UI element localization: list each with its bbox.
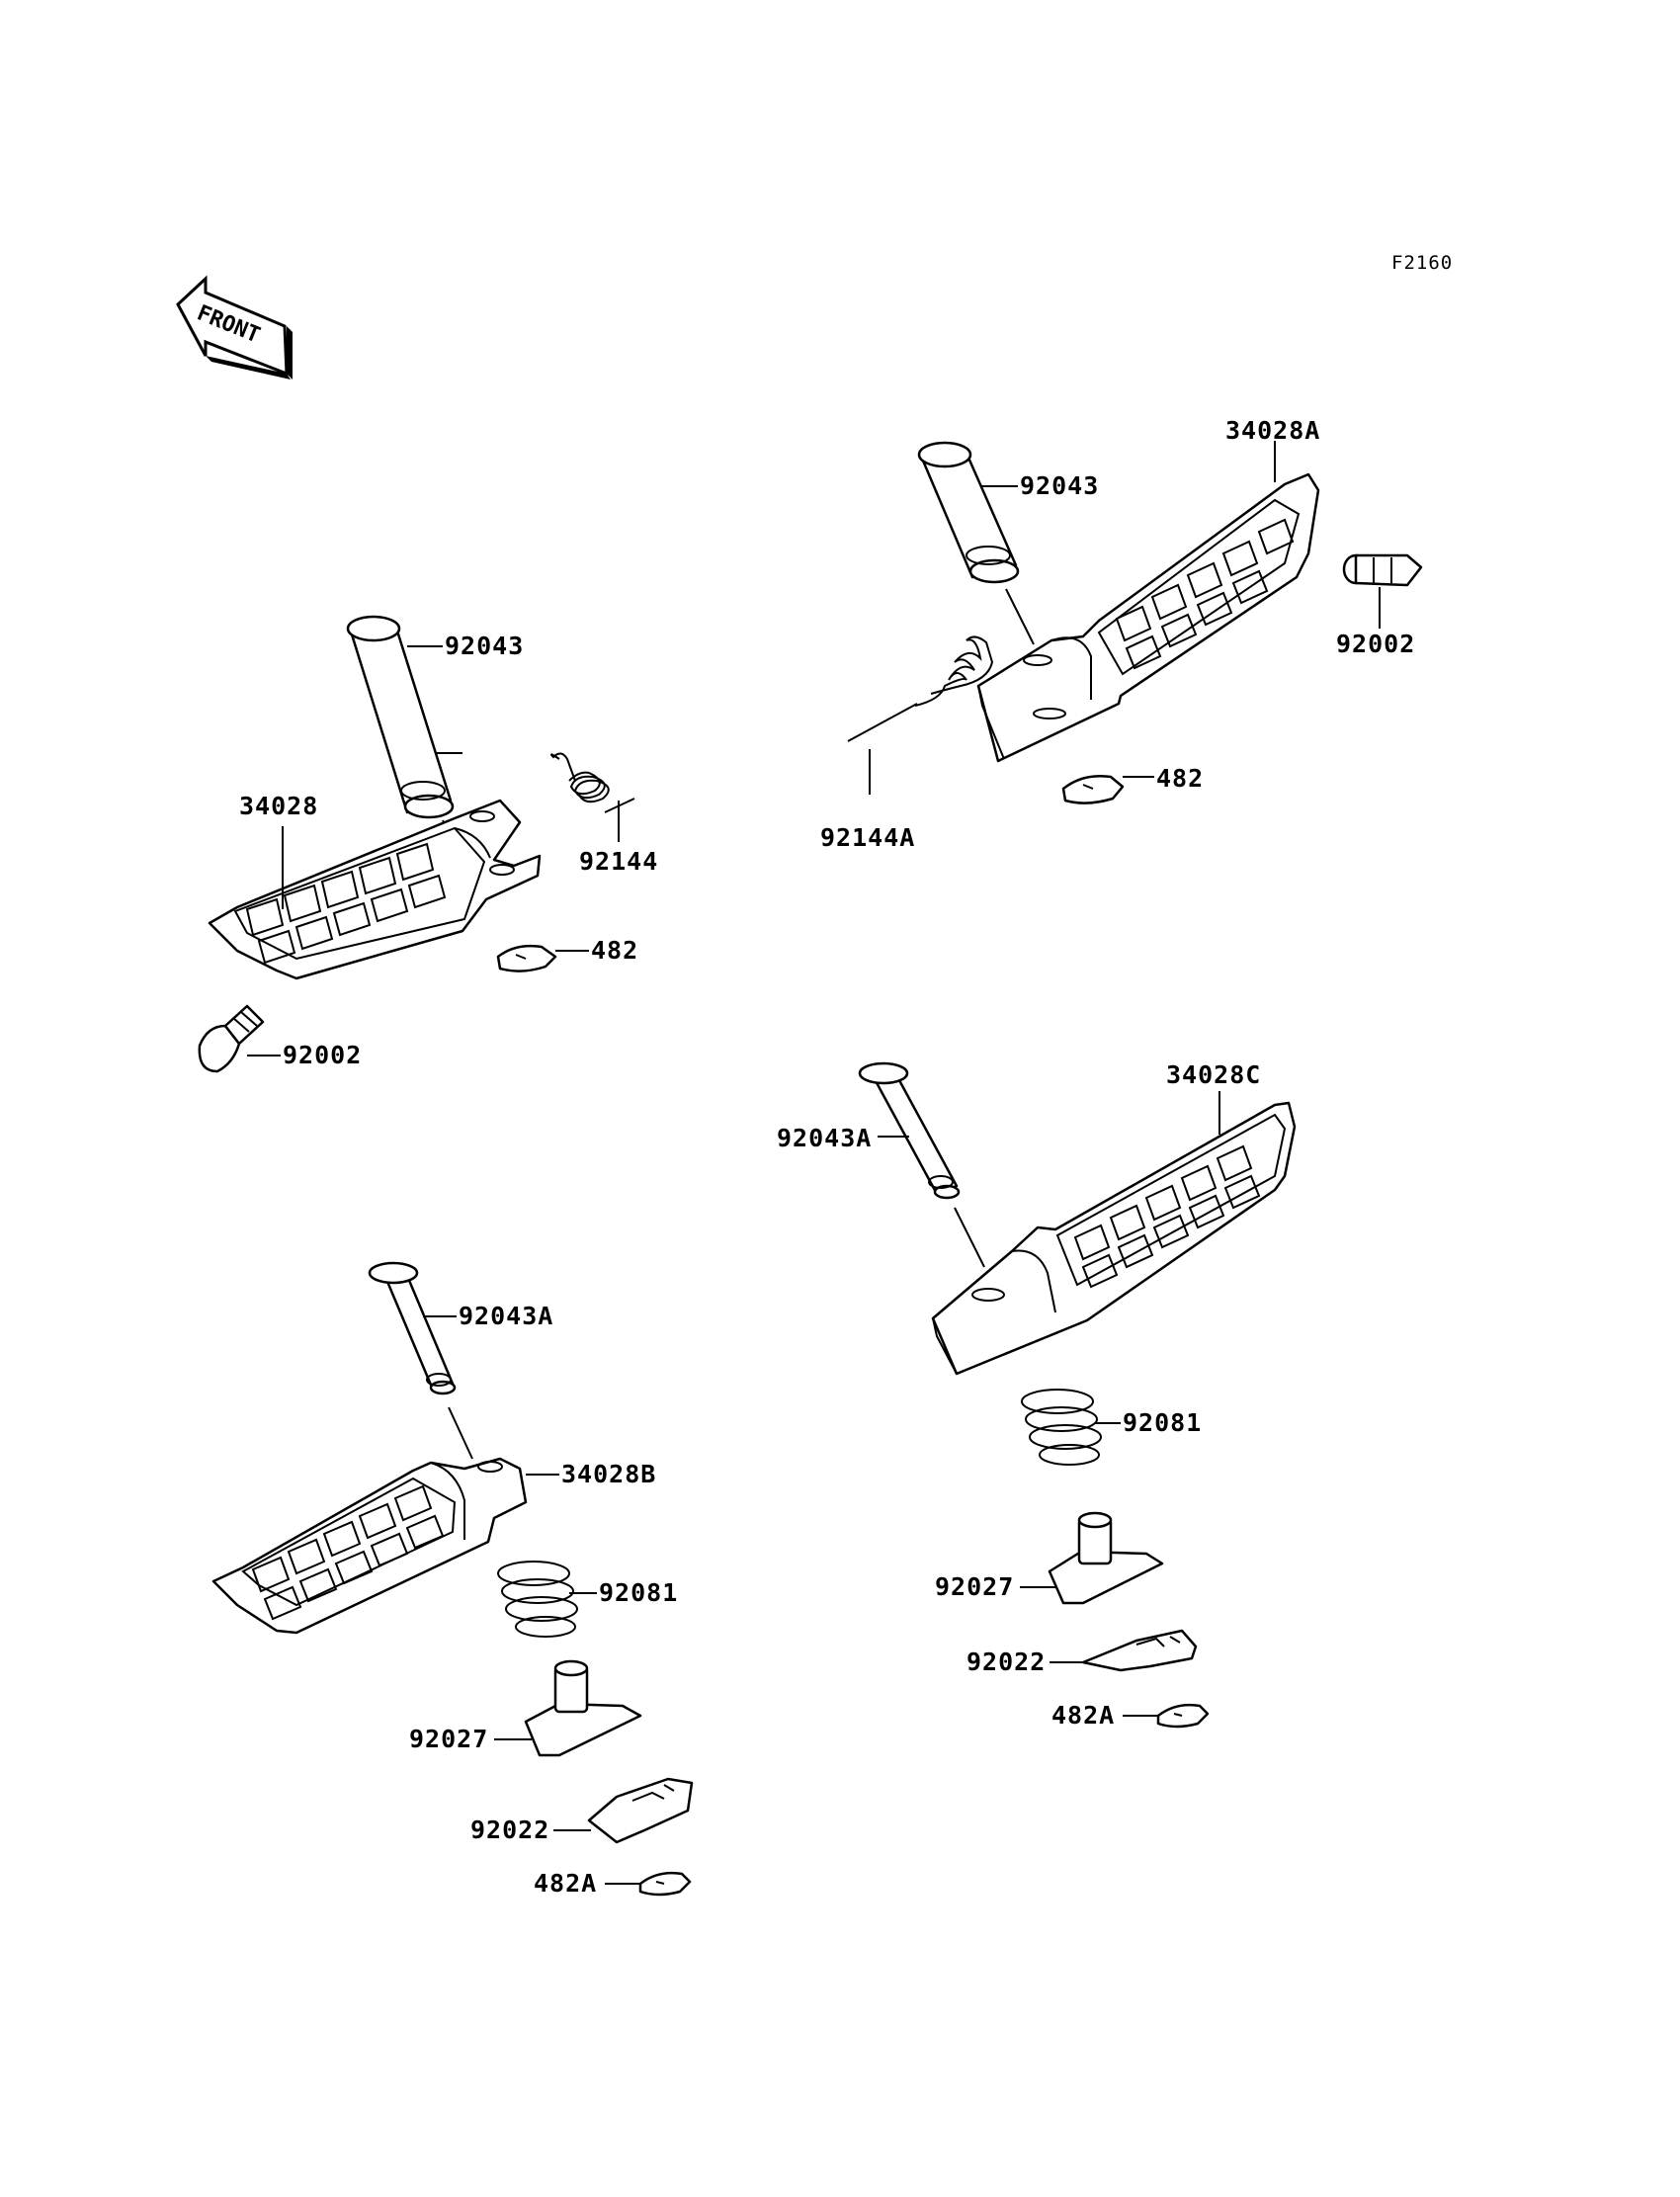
rubber-stud-part bbox=[1342, 553, 1423, 587]
label-92043: 92043 bbox=[445, 632, 524, 660]
footpeg-part bbox=[976, 472, 1320, 763]
footpeg-assembly-upper-left: 92043 34028 92144 482 92002 bbox=[198, 615, 658, 1073]
clip-part bbox=[638, 1871, 692, 1897]
clip-part bbox=[1156, 1703, 1210, 1729]
pin-part bbox=[346, 615, 455, 819]
label-92144: 92144 bbox=[579, 847, 658, 876]
rubber-stud-part bbox=[198, 1004, 265, 1073]
torsion-spring-part bbox=[550, 752, 635, 813]
clip-part bbox=[496, 944, 557, 972]
label-92002: 92002 bbox=[1336, 630, 1415, 658]
label-482: 482 bbox=[1156, 764, 1204, 793]
bracket-part bbox=[1048, 1511, 1164, 1605]
figure-code: F2160 bbox=[1391, 252, 1453, 274]
label-92027: 92027 bbox=[409, 1725, 488, 1753]
footpeg-part bbox=[211, 1457, 528, 1635]
label-34028C: 34028C bbox=[1166, 1060, 1261, 1089]
front-arrow-icon: FRONT bbox=[176, 275, 293, 380]
pin-part bbox=[858, 1061, 961, 1200]
plate-part bbox=[1081, 1629, 1198, 1672]
bracket-part bbox=[524, 1659, 642, 1757]
label-92081: 92081 bbox=[599, 1578, 678, 1607]
pin-part bbox=[917, 441, 1020, 584]
label-92144A: 92144A bbox=[820, 823, 915, 852]
label-34028A: 34028A bbox=[1225, 416, 1320, 445]
footpeg-part bbox=[208, 799, 542, 980]
footpeg-assembly-upper-right: 34028A 92043 92002 92144A 482 bbox=[820, 416, 1423, 852]
label-92043: 92043 bbox=[1020, 471, 1099, 500]
label-92022: 92022 bbox=[966, 1648, 1046, 1676]
label-34028: 34028 bbox=[239, 792, 318, 820]
label-482A: 482A bbox=[1051, 1701, 1115, 1730]
label-482A: 482A bbox=[534, 1869, 597, 1898]
coil-spring-part bbox=[497, 1561, 578, 1638]
torsion-spring-part bbox=[847, 635, 994, 742]
footpeg-assembly-lower-left: 92043A 34028B 92081 92027 92022 482A bbox=[211, 1261, 694, 1898]
pin-part bbox=[368, 1261, 457, 1395]
label-92002: 92002 bbox=[283, 1041, 362, 1069]
label-482: 482 bbox=[591, 936, 638, 965]
label-92027: 92027 bbox=[935, 1572, 1014, 1601]
label-92022: 92022 bbox=[470, 1816, 549, 1844]
footpeg-part bbox=[931, 1101, 1297, 1376]
label-92043A: 92043A bbox=[777, 1124, 872, 1152]
label-34028B: 34028B bbox=[561, 1460, 656, 1488]
label-92081: 92081 bbox=[1123, 1408, 1202, 1437]
plate-part bbox=[587, 1777, 694, 1844]
footpeg-assembly-lower-right: 34028C 92043A 92081 92027 92022 482A bbox=[777, 1060, 1297, 1730]
clip-part bbox=[1061, 775, 1125, 804]
coil-spring-part bbox=[1021, 1389, 1102, 1466]
label-92043A: 92043A bbox=[459, 1302, 553, 1330]
